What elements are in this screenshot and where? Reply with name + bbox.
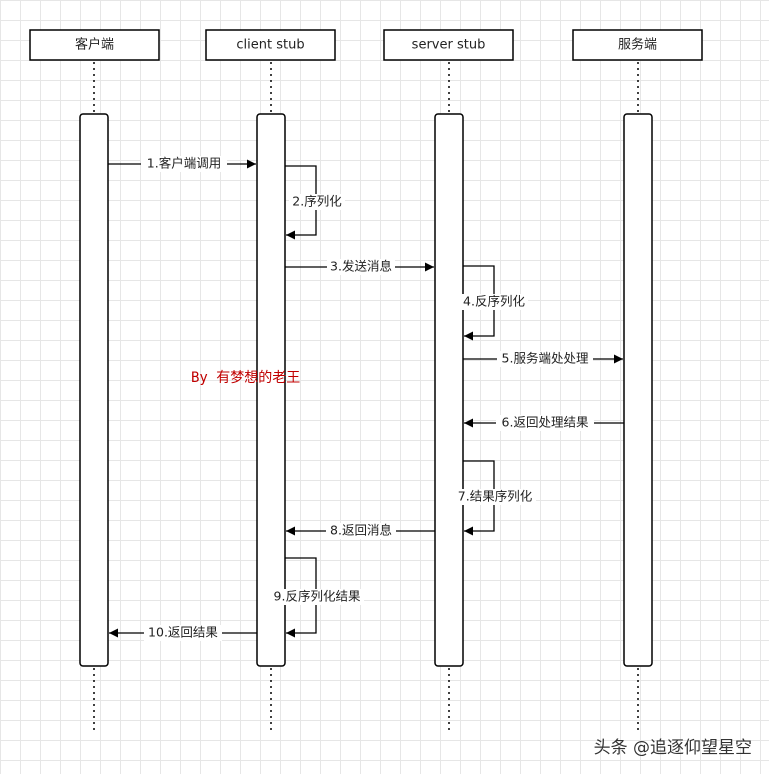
message-label: 2.序列化 [292,194,342,209]
author-annotation: By 有梦想的老王 [191,370,300,386]
participant-client: 客户端 [29,29,160,61]
message-label: 8.返回消息 [330,523,392,538]
message-9: 9.反序列化结果 [270,557,364,638]
participant-client-stub: client stub [205,29,336,61]
participant-label: server stub [412,38,486,53]
participant-server-stub: server stub [383,29,514,61]
message-8: 8.返回消息 [286,523,435,539]
message-10: 10.返回结果 [109,625,257,641]
message-7: 7.结果序列化 [454,460,536,536]
participant-label: client stub [236,38,304,53]
message-label: 9.反序列化结果 [274,589,361,604]
message-1: 1.客户端调用 [108,156,256,172]
message-label: 1.客户端调用 [147,156,221,171]
activation-bar-client-stub [256,113,286,667]
message-label: 3.发送消息 [330,259,392,274]
activation-bar-server-stub [434,113,464,667]
activation-bar-server [623,113,653,667]
message-2: 2.序列化 [285,165,345,240]
activation-bar-client [79,113,109,667]
message-label: 10.返回结果 [148,625,218,640]
message-5: 5.服务端处处理 [463,351,623,367]
message-label: 7.结果序列化 [458,489,533,504]
source-watermark: 头条 @追逐仰望星空 [594,738,752,758]
message-3: 3.发送消息 [285,259,434,275]
participant-label: 客户端 [75,37,114,53]
message-label: 5.服务端处处理 [502,351,589,366]
message-label: 6.返回处理结果 [502,415,589,430]
participant-server: 服务端 [572,29,703,61]
message-label: 4.反序列化 [463,294,525,309]
participant-label: 服务端 [618,37,657,53]
message-6: 6.返回处理结果 [464,415,624,431]
message-4: 4.反序列化 [460,265,528,341]
